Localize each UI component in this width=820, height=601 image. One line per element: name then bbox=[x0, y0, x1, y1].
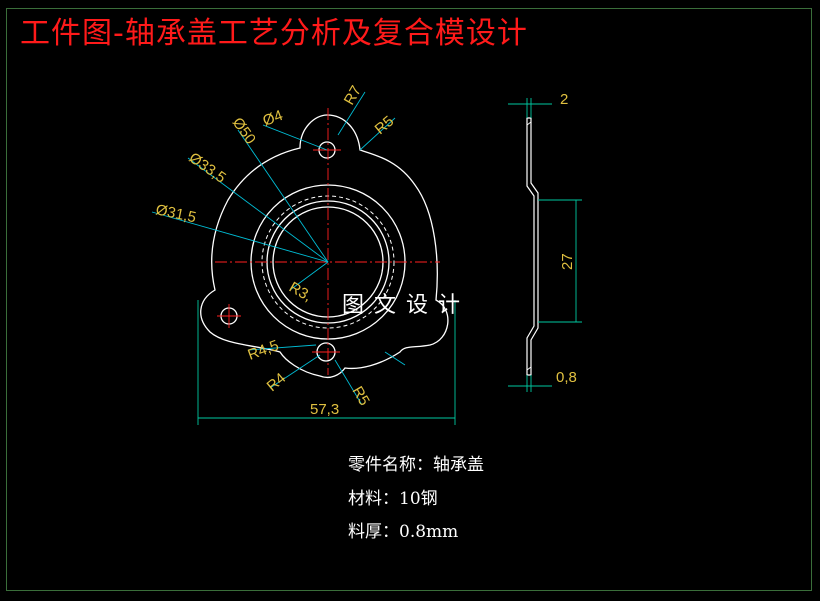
side-hatch-bottom bbox=[526, 366, 532, 371]
watermark-text: 图文设计 bbox=[342, 293, 471, 318]
info-part-name: 零件名称：轴承盖 bbox=[348, 455, 484, 475]
dim-d50: Ø50 bbox=[229, 115, 259, 148]
dim-r7: R7 bbox=[341, 83, 365, 108]
dim-r4-5: R4,5 bbox=[246, 337, 282, 364]
drawing-title: 工件图-轴承盖工艺分析及复合模设计 bbox=[20, 16, 528, 51]
dim-side-0-8: 0,8 bbox=[556, 369, 577, 386]
part-side-view: 2 27 0,8 bbox=[508, 91, 582, 392]
dim-d33-5: Ø33,5 bbox=[186, 149, 229, 186]
side-dimension-lines bbox=[508, 98, 582, 392]
dim-width bbox=[197, 300, 456, 425]
dim-d31-5: Ø31,5 bbox=[154, 201, 198, 226]
info-thickness: 料厚：0.8mm bbox=[348, 522, 459, 542]
side-profile bbox=[526, 117, 539, 376]
dim-r5-bottom: R5 bbox=[349, 384, 373, 409]
dim-side-27: 27 bbox=[559, 253, 576, 270]
dim-side-2: 2 bbox=[560, 91, 568, 108]
info-material: 材料：10钢 bbox=[348, 489, 438, 509]
leader-lines bbox=[151, 91, 406, 406]
outer-contour bbox=[200, 114, 449, 379]
drawing-frame bbox=[6, 8, 812, 591]
dim-d4: Ø4 bbox=[261, 107, 286, 130]
dim-r5-top: R5 bbox=[372, 113, 398, 138]
dim-r4: R4 bbox=[264, 370, 290, 395]
part-plan-view: Ø4 R7 R5 Ø50 Ø33,5 Ø31,5 R3, R4,5 R4 R5 … bbox=[151, 83, 456, 425]
dim-width-57-3: 57,3 bbox=[310, 401, 339, 418]
side-hatch-top bbox=[526, 121, 532, 126]
